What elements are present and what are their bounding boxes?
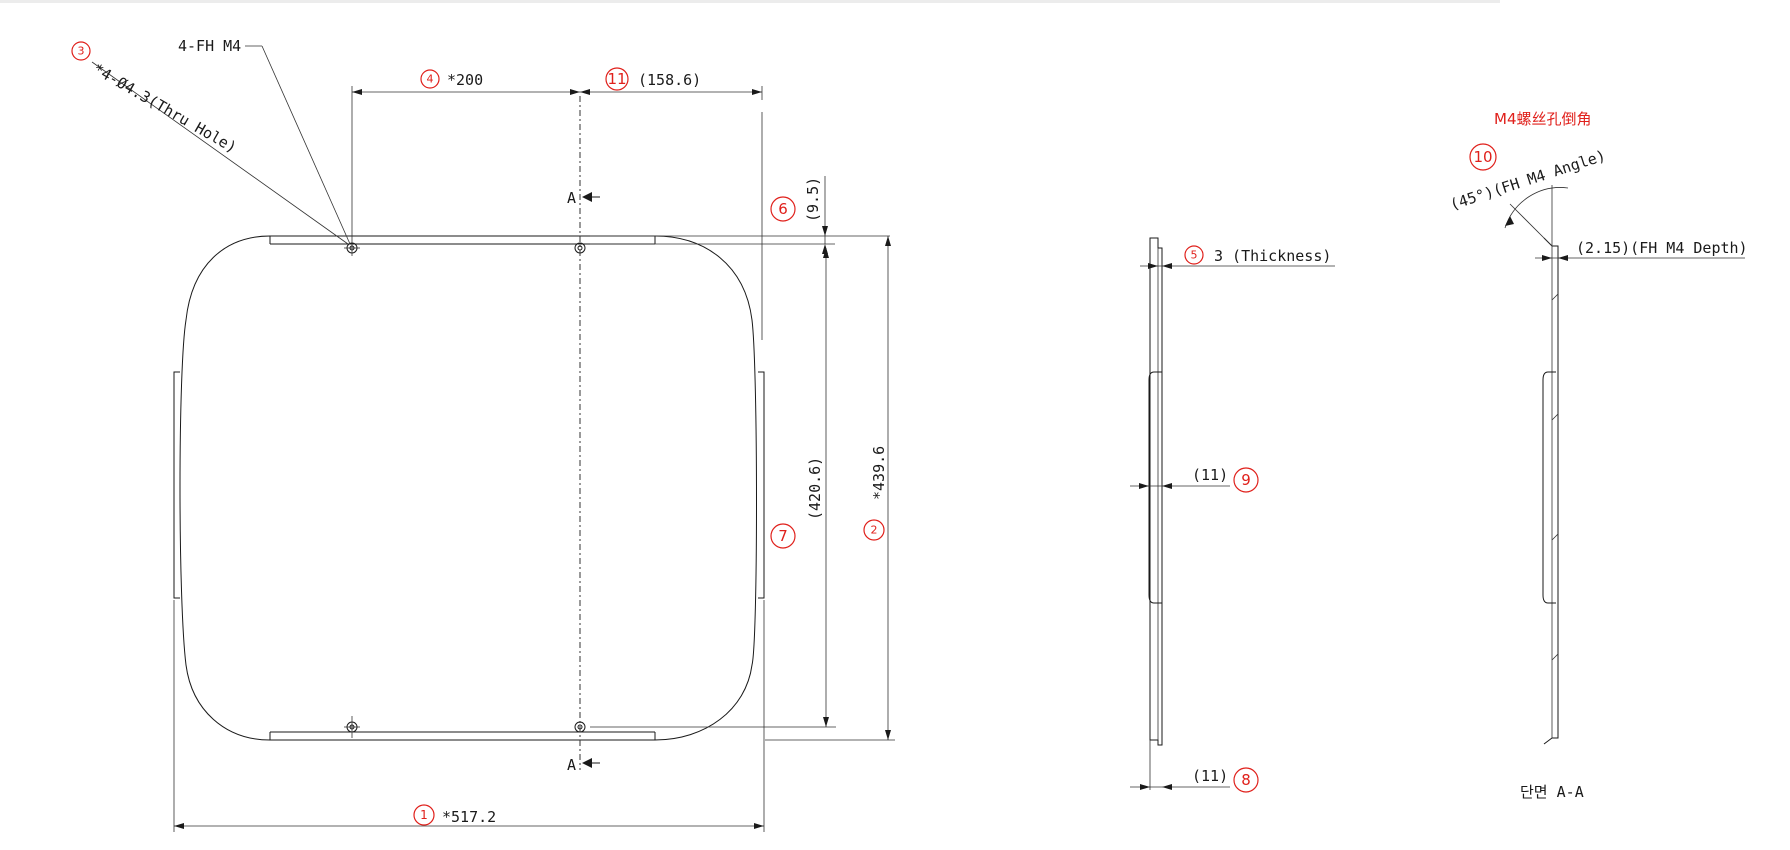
balloon-2: 2 xyxy=(863,519,885,541)
svg-text:2: 2 xyxy=(871,524,878,537)
dim-158-label: (158.6) xyxy=(638,71,701,89)
svg-text:3: 3 xyxy=(78,45,85,58)
callout-fh-m4: 4-FH M4 xyxy=(178,37,241,55)
leader-thru-hole xyxy=(91,61,349,245)
svg-text:A: A xyxy=(567,756,576,774)
hole-top-left xyxy=(344,240,360,256)
svg-text:8: 8 xyxy=(1241,771,1251,789)
svg-text:1: 1 xyxy=(420,808,428,822)
thickness-label: 3 (Thickness) xyxy=(1214,247,1331,265)
leader-fh-m4 xyxy=(261,45,351,245)
side-profile xyxy=(1149,237,1163,746)
balloon-10: 10 xyxy=(1469,143,1497,171)
balloon-9: 9 xyxy=(1233,467,1259,493)
dim-9-5-label: (9.5) xyxy=(804,177,822,222)
depth-label: (2.15)(FH M4 Depth) xyxy=(1576,239,1748,257)
svg-text:6: 6 xyxy=(778,200,788,218)
balloon-11: 11 xyxy=(605,67,629,91)
section-profile xyxy=(1543,237,1559,745)
section-arrow-bottom: A xyxy=(567,756,600,774)
callout-thru-hole: *4-Ø4.3(Thru Hole) xyxy=(90,60,240,157)
svg-text:11: 11 xyxy=(607,70,626,88)
side-view: 5 3 (Thickness) (11) 9 (11) 8 xyxy=(1130,237,1335,793)
section-arrow-top: A xyxy=(567,189,600,207)
balloon-6: 6 xyxy=(770,196,796,222)
balloon-4: 4 xyxy=(420,69,440,89)
dim-517-label: *517.2 xyxy=(442,808,496,826)
balloon-5: 5 xyxy=(1184,245,1204,265)
top-border xyxy=(0,0,1500,3)
balloon-8: 8 xyxy=(1233,767,1259,793)
dim-11-lower: (11) xyxy=(1192,767,1228,785)
dim-420-label: (420.6) xyxy=(806,457,824,520)
balloon-3: 3 xyxy=(71,41,91,61)
section-view: (45°)(FH M4 Angle) 10 M4螺丝孔倒角 (2.15)(FH … xyxy=(1448,110,1748,801)
balloon-1: 1 xyxy=(413,804,435,826)
hole-bottom-left xyxy=(344,716,360,738)
section-title: 단면 A-A xyxy=(1520,783,1584,801)
svg-text:A: A xyxy=(567,189,576,207)
dim-200-label: *200 xyxy=(447,71,483,89)
svg-text:4: 4 xyxy=(427,73,434,86)
dim-11-upper: (11) xyxy=(1192,466,1228,484)
plate-outline xyxy=(179,235,757,741)
balloon-7: 7 xyxy=(770,523,796,549)
dim-439-label: *439.6 xyxy=(870,446,888,500)
svg-text:5: 5 xyxy=(1191,249,1198,262)
svg-text:10: 10 xyxy=(1473,148,1492,166)
front-view: A A 4 *200 11 (158.6) (9.5) xyxy=(71,37,895,832)
svg-text:9: 9 xyxy=(1241,471,1251,489)
note-cn: M4螺丝孔倒角 xyxy=(1494,110,1592,128)
section-hatching xyxy=(1551,293,1559,661)
svg-text:7: 7 xyxy=(778,527,788,545)
angle-label: (45°)(FH M4 Angle) xyxy=(1448,146,1608,213)
